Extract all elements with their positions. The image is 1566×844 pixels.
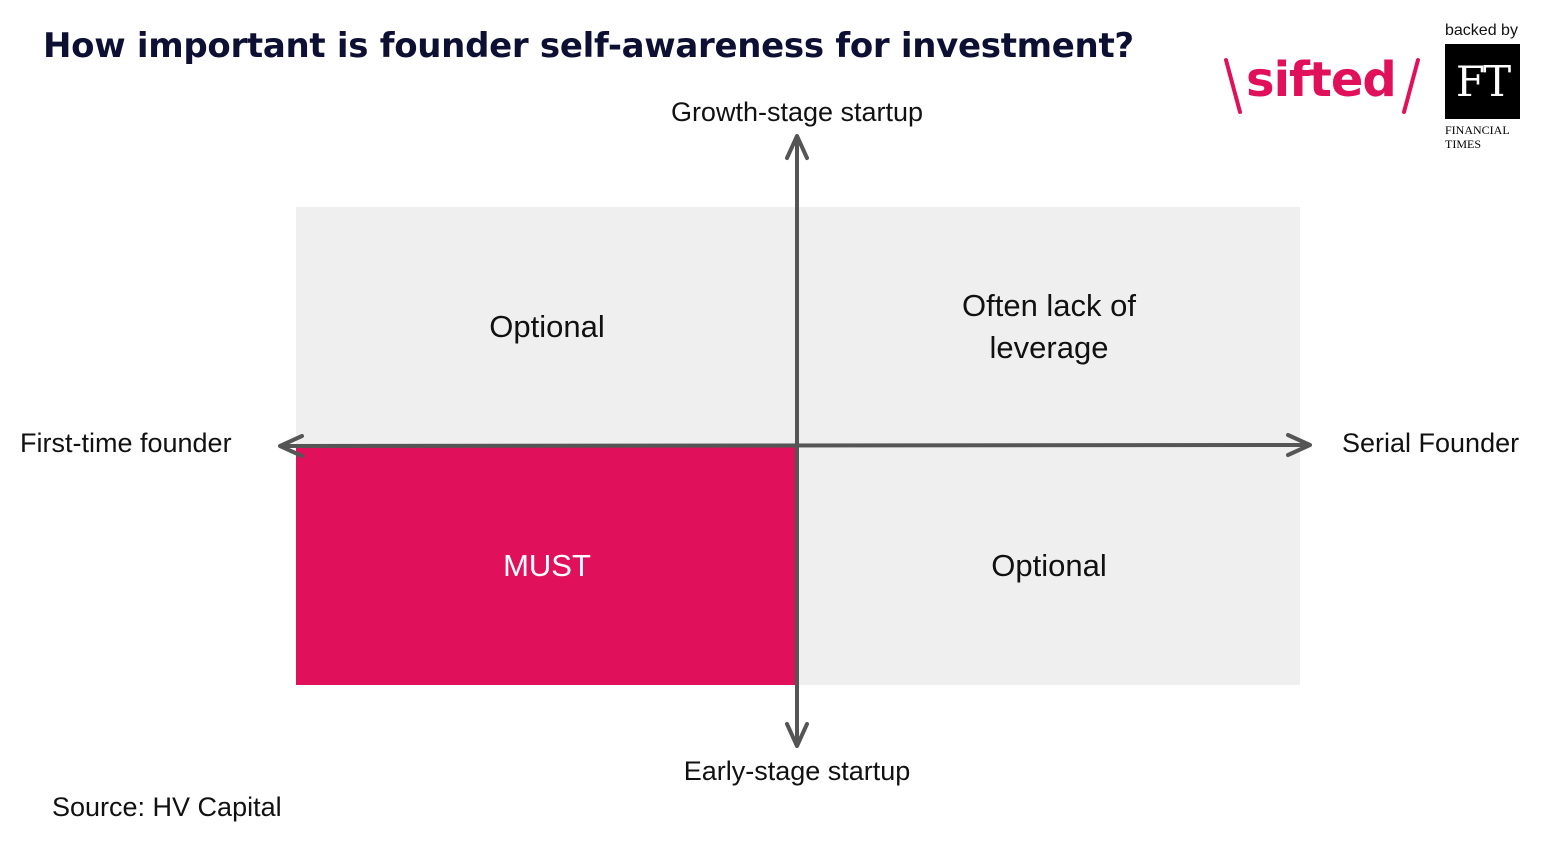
- quadrant-top-left-label: Optional: [489, 309, 605, 344]
- horizontal-axis-line: [280, 443, 1308, 448]
- arrow-down-icon: [785, 722, 809, 748]
- source-note: Source: HV Capital: [52, 792, 282, 822]
- page-title: How important is founder self-awareness …: [43, 26, 1134, 66]
- ft-logo-letters: FT: [1455, 57, 1511, 106]
- axis-label-left: First-time founder: [20, 428, 232, 458]
- sifted-logo: sifted: [1222, 50, 1422, 120]
- quadrant-bottom-right-label: Optional: [991, 548, 1107, 583]
- arrow-left-icon: [278, 434, 304, 458]
- quadrant-bottom-right: Optional: [798, 447, 1300, 685]
- quadrant-top-right-label: Often lack of leverage: [961, 288, 1137, 365]
- quadrant-top-left: Optional: [296, 207, 798, 447]
- quadrant-bottom-left: MUST: [296, 447, 798, 685]
- arrow-right-icon: [1286, 433, 1312, 457]
- axis-label-bottom: Early-stage startup: [683, 756, 911, 786]
- axis-label-right: Serial Founder: [1342, 428, 1520, 458]
- ft-logo-name: FINANCIAL TIMES: [1445, 123, 1510, 151]
- sifted-logo-text: sifted: [1246, 52, 1397, 108]
- arrow-up-icon: [785, 134, 809, 160]
- axis-label-top: Growth-stage startup: [670, 97, 924, 127]
- backed-by-label: backed by: [1445, 22, 1518, 39]
- ft-logo: FT: [1445, 44, 1520, 119]
- quadrant-top-right: Often lack of leverage: [798, 207, 1300, 447]
- quadrant-bottom-left-label: MUST: [503, 548, 591, 583]
- sifted-slash-icon: [1224, 58, 1420, 114]
